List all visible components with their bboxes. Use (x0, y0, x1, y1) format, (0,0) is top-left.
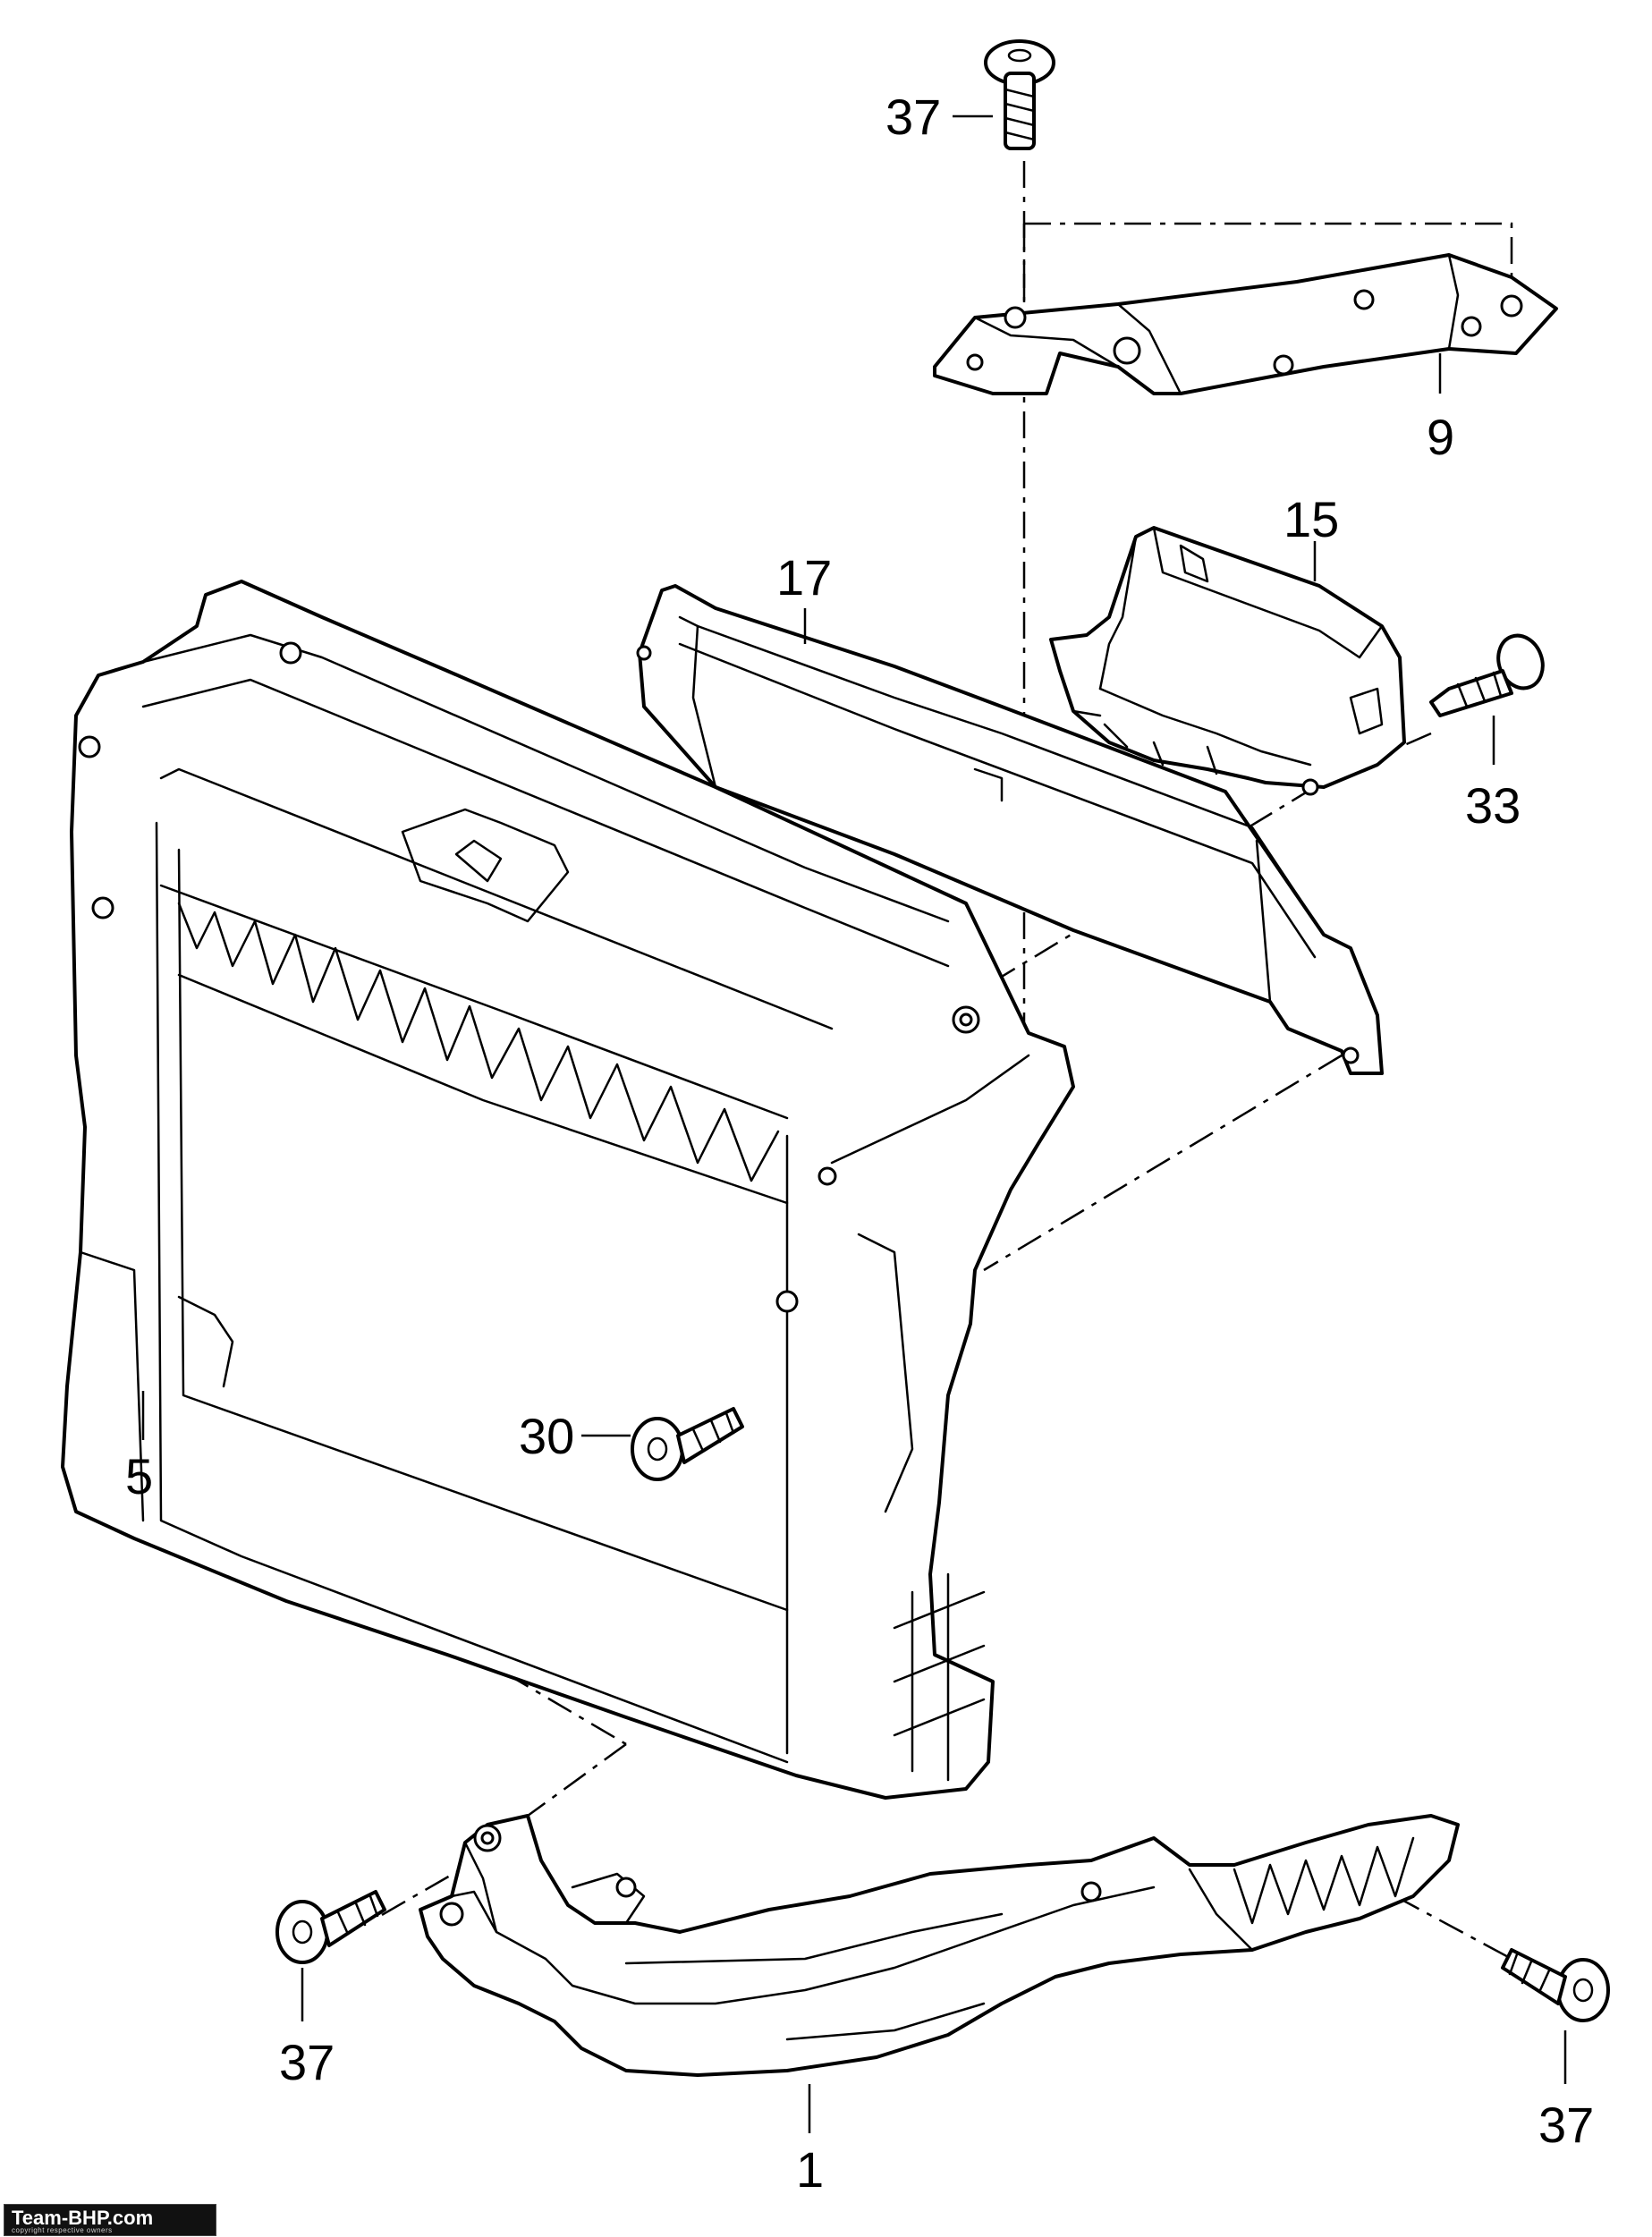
callout-labels: 37 9 15 17 33 5 30 37 1 37 (125, 89, 1594, 2198)
watermark-brand: Team-BHP.com (12, 2207, 154, 2229)
watermark-copyright: copyright respective owners (12, 2226, 113, 2234)
watermark-badge: Team-BHP.com copyright respective owners (4, 2204, 216, 2236)
bracket-part-1 (419, 1814, 1460, 2077)
screw-30 (631, 1407, 744, 1481)
screw-right-37 (1501, 1948, 1610, 2022)
bracket-part-9 (933, 253, 1558, 395)
callout-37-left: 37 (279, 2034, 335, 2090)
carrier-part-5 (61, 580, 1075, 1800)
callout-33: 33 (1465, 777, 1521, 834)
screw-left-37 (275, 1890, 386, 1964)
callout-37-right: 37 (1538, 2097, 1594, 2153)
callout-5: 5 (125, 1448, 153, 1504)
air-duct-part-15 (1049, 526, 1406, 796)
leader-lines (141, 114, 1567, 2133)
callout-30: 30 (519, 1408, 574, 1464)
screw-33 (1429, 633, 1545, 717)
rail-part-17 (636, 584, 1384, 1075)
callout-15: 15 (1283, 491, 1339, 547)
screw-top-37 (984, 39, 1055, 150)
callout-17: 17 (776, 549, 832, 606)
callout-37-top: 37 (885, 89, 941, 145)
callout-1: 1 (796, 2141, 824, 2198)
callout-9: 9 (1427, 409, 1454, 465)
